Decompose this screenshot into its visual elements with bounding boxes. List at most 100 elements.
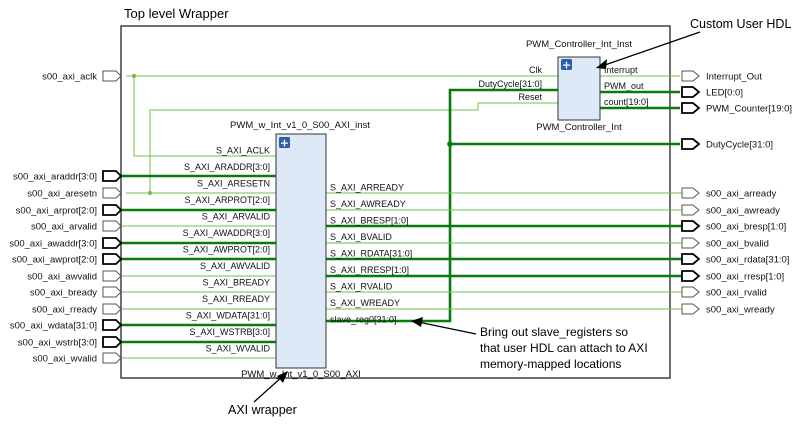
- axi-expand-plus: +: [280, 137, 289, 150]
- axi-output-pin-s-axi-bvalid: S_AXI_BVALID: [330, 232, 392, 242]
- input-port-label-s00-axi-wvalid: s00_axi_wvalid: [33, 354, 97, 365]
- annotation-arrow-line: [417, 321, 477, 335]
- input-port-label-s00-axi-wstrb-3-0: s00_axi_wstrb[3:0]: [18, 338, 97, 349]
- output-port-icon-s00-axi-wready[interactable]: [681, 303, 700, 315]
- pwm-output-pin-count-19-0: count[19:0]: [604, 97, 649, 107]
- input-port-icon-s00-axi-rready[interactable]: [102, 303, 122, 315]
- custom-hdl-arrow-line: [601, 31, 701, 67]
- axi-wrapper-arrow-line: [253, 375, 284, 403]
- output-port-label-led-0-0: LED[0:0]: [706, 88, 743, 99]
- input-port-label-s00-axi-awaddr-3-0: s00_axi_awaddr[3:0]: [9, 239, 97, 250]
- pwm-expand-plus: +: [562, 59, 571, 72]
- axi-input-pin-s-axi-wvalid: S_AXI_WVALID: [206, 344, 271, 354]
- annotation-line-3: memory-mapped locations: [480, 357, 621, 371]
- wire-aclk-branch: [133, 76, 276, 157]
- input-port-label-s00-axi-aclk: s00_axi_aclk: [42, 72, 97, 83]
- output-port-label-s00-axi-awready: s00_axi_awready: [706, 206, 780, 217]
- axi-output-pin-s-axi-rresp-1-0: S_AXI_RRESP[1:0]: [330, 265, 409, 275]
- output-port-label-s00-axi-bresp-1-0: s00_axi_bresp[1:0]: [706, 222, 786, 233]
- output-port-icon-s00-axi-rvalid[interactable]: [681, 286, 700, 298]
- input-port-label-s00-axi-aresetn: s00_axi_aresetn: [27, 189, 97, 200]
- top-level-wrapper-frame: [120, 25, 671, 379]
- axi-wrapper-block[interactable]: [275, 133, 327, 369]
- axi-input-pin-s-axi-awaddr-3-0: S_AXI_AWADDR[3:0]: [183, 228, 270, 238]
- input-port-icon-s00-axi-awaddr-3-0[interactable]: [102, 237, 123, 249]
- junction-aclk: [131, 73, 137, 79]
- output-port-icon-s00-axi-bresp-1-0[interactable]: [681, 220, 701, 232]
- input-port-label-s00-axi-rready: s00_axi_rready: [32, 305, 97, 316]
- input-port-icon-s00-axi-bready[interactable]: [102, 286, 122, 298]
- output-port-label-s00-axi-bvalid: s00_axi_bvalid: [706, 239, 769, 250]
- output-port-icon-interrupt-out[interactable]: [681, 70, 700, 82]
- input-port-icon-s00-axi-aclk[interactable]: [102, 70, 122, 82]
- output-port-icon-s00-axi-arready[interactable]: [681, 187, 700, 199]
- output-port-icon-s00-axi-bvalid[interactable]: [681, 237, 700, 249]
- input-port-label-s00-axi-awprot-2-0: s00_axi_awprot[2:0]: [12, 255, 97, 266]
- axi-input-pin-s-axi-aresetn: S_AXI_ARESETN: [197, 179, 270, 189]
- input-port-icon-s00-axi-arvalid[interactable]: [102, 220, 122, 232]
- input-port-label-s00-axi-arvalid: s00_axi_arvalid: [31, 222, 97, 233]
- output-port-label-s00-axi-arready: s00_axi_arready: [706, 189, 776, 200]
- output-port-icon-dutycycle-31-0[interactable]: [681, 138, 701, 150]
- output-port-label-interrupt-out: Interrupt_Out: [706, 72, 762, 83]
- annotation-line-2: that user HDL can attach to AXI: [480, 341, 648, 355]
- input-port-icon-s00-axi-aresetn[interactable]: [102, 187, 122, 199]
- output-port-icon-s00-axi-awready[interactable]: [681, 204, 700, 216]
- input-port-icon-s00-axi-awprot-2-0[interactable]: [102, 253, 123, 265]
- pwm-expand-icon[interactable]: [561, 59, 572, 70]
- axi-input-pin-s-axi-rready: S_AXI_RREADY: [202, 294, 270, 304]
- input-port-icon-s00-axi-wdata-31-0[interactable]: [102, 319, 123, 331]
- input-port-label-s00-axi-wdata-31-0: s00_axi_wdata[31:0]: [10, 321, 97, 332]
- axi-input-pin-s-axi-wstrb-3-0: S_AXI_WSTRB[3:0]: [189, 327, 270, 337]
- input-port-icon-s00-axi-arprot-2-0[interactable]: [102, 204, 123, 216]
- axi-input-pin-s-axi-awvalid: S_AXI_AWVALID: [200, 261, 271, 271]
- input-port-icon-s00-axi-awvalid[interactable]: [102, 270, 122, 282]
- input-port-label-s00-axi-awvalid: s00_axi_awvalid: [27, 272, 97, 283]
- input-port-label-s00-axi-bready: s00_axi_bready: [30, 288, 97, 299]
- annotation-line-1: Bring out slave_registers so: [480, 325, 628, 339]
- input-port-label-s00-axi-araddr-3-0: s00_axi_araddr[3:0]: [13, 172, 97, 183]
- junction-dutycycle: [447, 141, 453, 147]
- output-port-icon-s00-axi-rresp-1-0[interactable]: [681, 270, 701, 282]
- pwm-input-pin-clk: Clk: [529, 65, 542, 75]
- axi-wrapper-arrowhead: [277, 371, 288, 383]
- axi-input-pin-s-axi-awprot-2-0: S_AXI_AWPROT[2:0]: [183, 245, 270, 255]
- pwm-output-pin-interrupt: Interrupt: [604, 65, 638, 75]
- axi-input-pin-s-axi-aclk: S_AXI_ACLK: [216, 146, 270, 156]
- axi-output-pin-slave-reg0-31-0: slave_reg0[31:0]: [330, 315, 397, 325]
- wrapper-title: Top level Wrapper: [124, 6, 229, 21]
- input-port-icon-s00-axi-wstrb-3-0[interactable]: [102, 336, 123, 348]
- input-port-label-s00-axi-arprot-2-0: s00_axi_arprot[2:0]: [16, 206, 97, 217]
- annotation-arrowhead: [411, 317, 423, 327]
- axi-wrapper-label: AXI wrapper: [228, 403, 297, 417]
- output-port-label-pwm-counter-19-0: PWM_Counter[19:0]: [706, 104, 792, 115]
- custom-hdl-arrowhead: [596, 59, 607, 69]
- axi-input-pin-s-axi-araddr-3-0: S_AXI_ARADDR[3:0]: [184, 162, 270, 172]
- axi-input-pin-s-axi-bready: S_AXI_BREADY: [202, 278, 270, 288]
- axi-output-pin-s-axi-awready: S_AXI_AWREADY: [330, 199, 406, 209]
- pwm-module-name: PWM_Controller_Int: [536, 122, 622, 133]
- wire-aresetn-branch: [149, 102, 558, 193]
- output-port-icon-led-0-0[interactable]: [681, 86, 701, 98]
- pwm-output-pin-pwm-out: PWM_out: [604, 81, 644, 91]
- output-port-icon-pwm-counter-19-0[interactable]: [681, 102, 701, 114]
- axi-input-pin-s-axi-arvalid: S_AXI_ARVALID: [202, 212, 271, 222]
- axi-output-pin-s-axi-bresp-1-0: S_AXI_BRESP[1:0]: [330, 216, 409, 226]
- bus-slave-reg0: [326, 88, 558, 323]
- axi-input-pin-s-axi-wdata-31-0: S_AXI_WDATA[31:0]: [186, 311, 270, 321]
- input-port-icon-s00-axi-araddr-3-0[interactable]: [102, 170, 123, 182]
- junction-aresetn: [147, 190, 153, 196]
- output-port-icon-s00-axi-rdata-31-0[interactable]: [681, 253, 701, 265]
- axi-expand-icon[interactable]: [279, 137, 290, 148]
- output-port-label-s00-axi-wready: s00_axi_wready: [706, 305, 775, 316]
- output-port-label-s00-axi-rdata-31-0: s00_axi_rdata[31:0]: [706, 255, 789, 266]
- axi-input-pin-s-axi-arprot-2-0: S_AXI_ARPROT[2:0]: [184, 195, 270, 205]
- axi-output-pin-s-axi-rdata-31-0: S_AXI_RDATA[31:0]: [330, 249, 412, 259]
- output-port-label-s00-axi-rvalid: s00_axi_rvalid: [706, 288, 767, 299]
- pwm-input-pin-reset: Reset: [518, 92, 542, 102]
- axi-instance-name: PWM_w_Int_v1_0_S00_AXI_inst: [230, 120, 370, 131]
- input-port-icon-s00-axi-wvalid[interactable]: [102, 352, 122, 364]
- pwm-instance-name: PWM_Controller_Int_Inst: [526, 39, 632, 50]
- axi-module-name: PWM_w_Int_v1_0_S00_AXI: [241, 369, 361, 380]
